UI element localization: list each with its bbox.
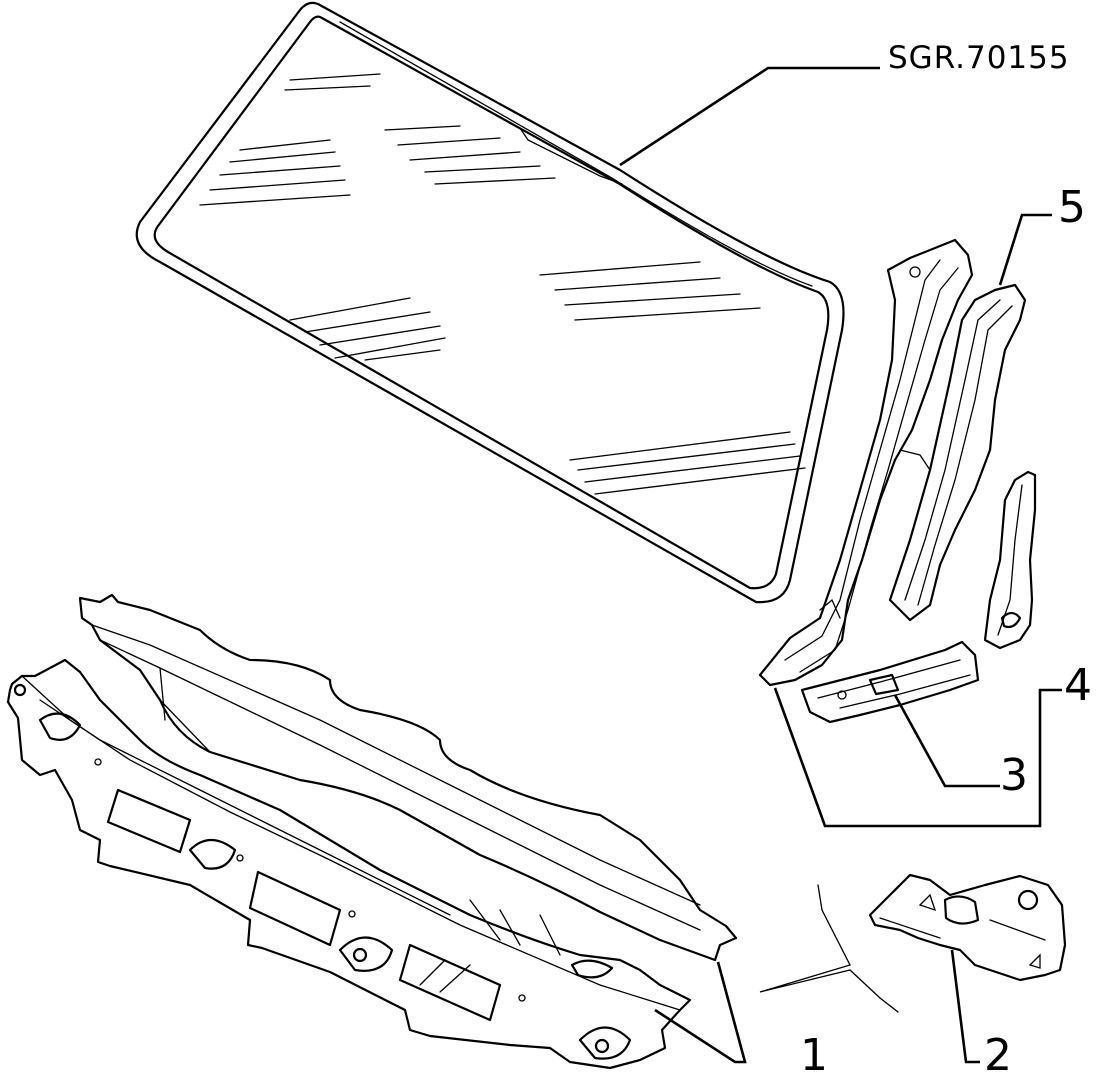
pillar-reinforcement-part xyxy=(888,283,1027,622)
leader-line-2 xyxy=(950,949,980,1064)
callout-2: 2 xyxy=(984,1030,1012,1081)
callout-1: 1 xyxy=(800,1030,828,1081)
cross-member-part xyxy=(800,640,980,724)
leader-line-5 xyxy=(998,213,1052,286)
windscreen-part xyxy=(135,1,845,604)
leader-line-ref xyxy=(619,66,880,167)
bracket-part xyxy=(759,873,1067,1013)
callout-4: 4 xyxy=(1064,660,1092,711)
pillar-inner-part xyxy=(758,238,974,687)
leader-line-4 xyxy=(773,687,1062,828)
leader-line-1 xyxy=(654,961,747,1064)
leader-line-3 xyxy=(893,694,1000,788)
pillar-lower-part xyxy=(983,470,1037,650)
callout-5: 5 xyxy=(1058,182,1086,233)
cowl-panel-part xyxy=(6,593,738,1070)
callout-3: 3 xyxy=(1000,750,1028,801)
drawing-reference: SGR.70155 xyxy=(888,40,1070,76)
